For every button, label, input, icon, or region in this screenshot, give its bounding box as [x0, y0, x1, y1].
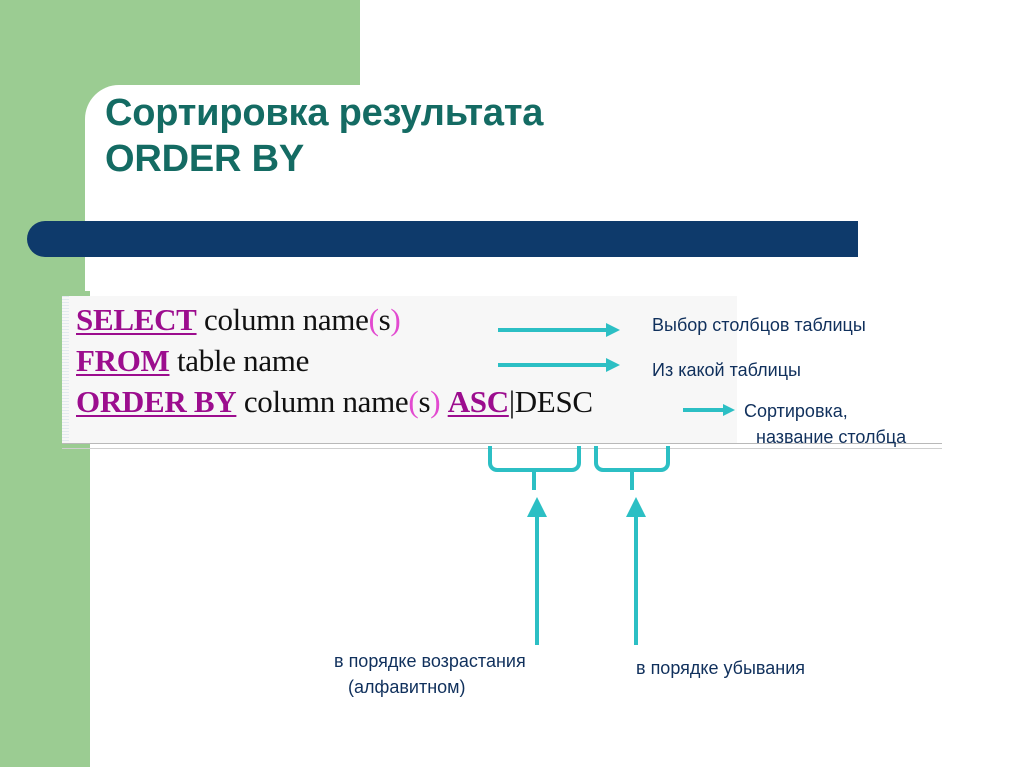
arrow-shaft [498, 328, 606, 332]
brace-ascending-stem [532, 468, 536, 490]
sql-code-block: SELECT column name(s) FROM table name OR… [62, 296, 737, 444]
arrow-head [723, 404, 735, 416]
sql-line-select: SELECT column name(s) [76, 302, 401, 338]
arrow-shaft [498, 363, 606, 367]
caption-ascending-line-1: в порядке возрастания [334, 651, 526, 671]
code-baseline-rule-secondary [62, 448, 942, 449]
arrow-head [606, 323, 620, 337]
annotation-select: Выбор столбцов таблицы [652, 315, 866, 335]
keyword-select: SELECT [76, 302, 197, 337]
title-line-2: ORDER BY [105, 138, 304, 181]
asc-desc-separator: | [508, 384, 515, 419]
annotation-order-by-line-1: Сортировка, [744, 401, 848, 421]
keyword-from: FROM [76, 343, 170, 378]
arrow-to-note-3-icon [683, 403, 735, 417]
arrow-shaft [535, 510, 539, 645]
page-title: Сортировка результата ORDER BY [105, 90, 845, 183]
code-baseline-rule [62, 443, 942, 444]
arrow-shaft [634, 510, 638, 645]
arrow-shaft [683, 408, 723, 412]
caption-ascending-line-2: (алфавитном) [348, 677, 466, 698]
annotation-order-by-line-2: название столбца [756, 426, 907, 447]
arrow-up-ascending-icon [527, 497, 547, 645]
annotation-from: Из какой таблицы [652, 360, 801, 380]
keyword-order-by: ORDER BY [76, 384, 237, 419]
arrow-to-note-2-icon [498, 358, 620, 372]
keyword-asc: ASC [447, 384, 509, 419]
paren-open-2: ( [408, 384, 419, 419]
annotation-order-by: Сортировка, название столбца [744, 399, 906, 450]
arrow-head [626, 497, 646, 517]
from-table-text: table name [169, 343, 310, 378]
brace-descending-stem [630, 468, 634, 490]
arrow-to-note-1-icon [498, 323, 620, 337]
caption-descending: в порядке убывания [636, 658, 806, 678]
order-columns-text: column name [236, 384, 409, 419]
arrow-head [606, 358, 620, 372]
title-line-1: Сортировка результата [105, 92, 544, 134]
plural-s-1: s [378, 302, 391, 337]
select-columns-text: column name [196, 302, 369, 337]
arrow-up-descending-icon [626, 497, 646, 645]
sql-line-from: FROM table name [76, 343, 309, 379]
sql-line-order-by: ORDER BY column name(s) ASC|DESC [76, 384, 593, 420]
paren-close-2: ) [430, 384, 448, 419]
paren-close-1: ) [390, 302, 401, 337]
caption-ascending: в порядке возрастания (алфавитном) [334, 648, 526, 700]
arrow-head [527, 497, 547, 517]
plural-s-2: s [418, 384, 431, 419]
navy-divider-bar [27, 221, 858, 257]
paren-open-1: ( [368, 302, 379, 337]
scan-texture [62, 296, 69, 444]
keyword-desc: DESC [514, 384, 593, 419]
